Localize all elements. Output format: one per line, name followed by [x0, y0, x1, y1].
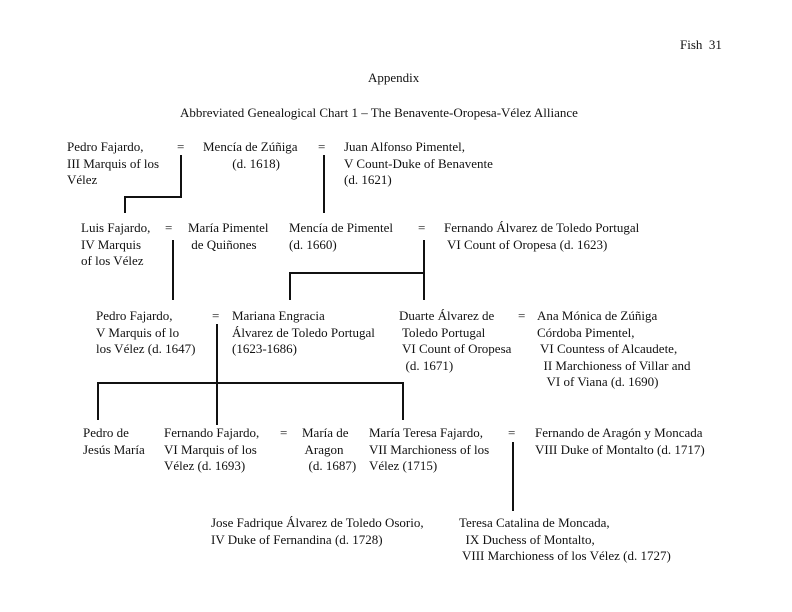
marriage-sign: = [518, 308, 526, 323]
descent-line [124, 196, 182, 198]
descent-line [423, 240, 425, 300]
descent-line [402, 382, 404, 420]
descent-line [97, 382, 404, 384]
page-number: Fish 31 [680, 37, 722, 52]
person-teresa-catalina: Teresa Catalina de Moncada, IX Duchess o… [459, 515, 671, 563]
marriage-sign: = [165, 220, 173, 235]
person-luis-fajardo: Luis Fajardo, IV Marquis of los Vélez [81, 220, 151, 268]
chart-title: Abbreviated Genealogical Chart 1 – The B… [180, 105, 578, 120]
marriage-sign: = [508, 425, 516, 440]
person-pedro-fajardo-iii: Pedro Fajardo, III Marquis of los Vélez [67, 139, 160, 187]
descent-line [323, 155, 325, 213]
marriage-sign: = [280, 425, 288, 440]
marriage-sign: = [177, 139, 185, 154]
marriage-sign: = [212, 308, 220, 323]
descent-line [97, 382, 99, 420]
descent-line [180, 155, 182, 198]
marriage-sign: = [318, 139, 326, 154]
person-pedro-fajardo-v: Pedro Fajardo, V Marquis of lo los Vélez… [96, 308, 196, 356]
person-juan-alfonso-pimentel: Juan Alfonso Pimentel, V Count-Duke of B… [344, 139, 493, 187]
person-maria-de-aragon: María de Aragon (d. 1687) [302, 425, 357, 473]
person-jose-fadrique: Jose Fadrique Álvarez de Toledo Osorio, … [211, 515, 424, 547]
person-pedro-de-jesus-maria: Pedro de Jesús María [83, 425, 145, 457]
descent-line [172, 240, 174, 300]
person-duarte-alvarez: Duarte Álvarez de Toledo Portugal VI Cou… [399, 308, 512, 373]
descent-line [289, 272, 425, 274]
person-ana-monica-de-zuniga: Ana Mónica de Zúñiga Córdoba Pimentel, V… [537, 308, 691, 389]
appendix-title: Appendix [368, 70, 420, 85]
person-mencia-de-zuniga: Mencía de Zúñiga (d. 1618) [203, 139, 298, 171]
person-mariana-engracia: Mariana Engracia Álvarez de Toledo Portu… [232, 308, 375, 356]
person-maria-teresa-fajardo: María Teresa Fajardo, VII Marchioness of… [369, 425, 490, 473]
descent-line [124, 196, 126, 213]
descent-line [512, 442, 514, 511]
person-fernando-de-aragon: Fernando de Aragón y Moncada VIII Duke o… [535, 425, 705, 457]
person-fernando-fajardo-vi: Fernando Fajardo, VI Marquis of los Véle… [164, 425, 260, 473]
descent-line [289, 272, 291, 300]
person-fernando-alvarez-de-toledo: Fernando Álvarez de Toledo Portugal VI C… [444, 220, 640, 252]
person-maria-pimentel: María Pimentel de Quiñones [188, 220, 269, 252]
descent-line [216, 324, 218, 425]
marriage-sign: = [418, 220, 426, 235]
person-mencia-de-pimentel: Mencía de Pimentel (d. 1660) [289, 220, 393, 252]
